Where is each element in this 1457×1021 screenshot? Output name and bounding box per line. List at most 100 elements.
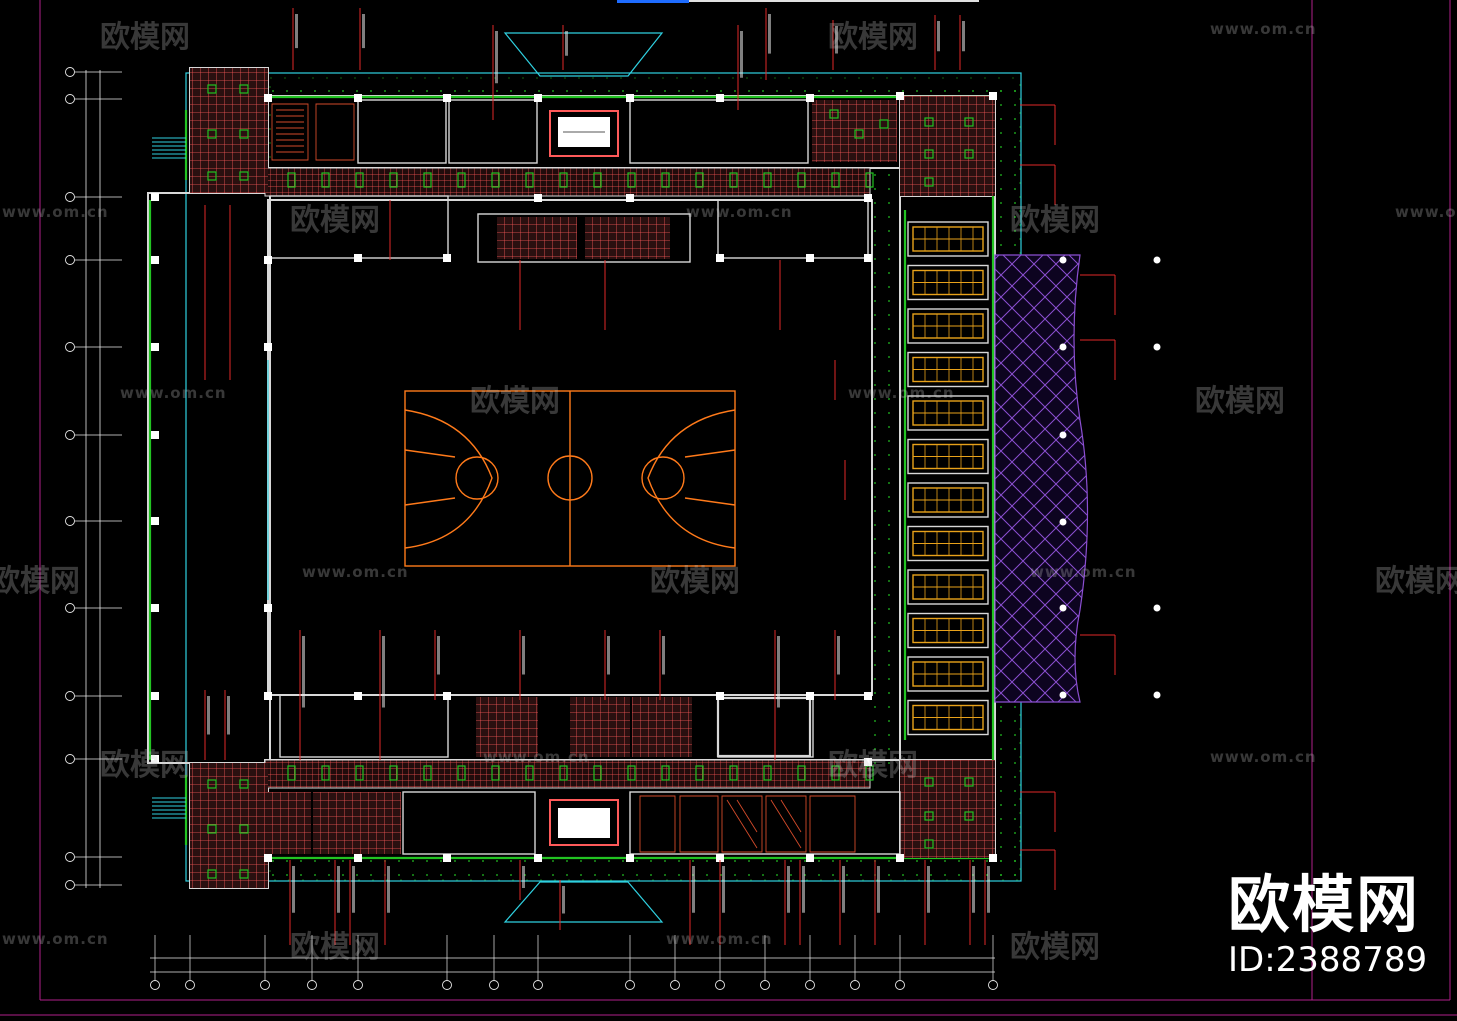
- column: [443, 854, 451, 862]
- green-marker: [207, 824, 217, 834]
- column: [151, 517, 159, 525]
- green-marker: [457, 172, 466, 188]
- annotation-text-mark: [562, 886, 565, 914]
- stair-bay-frame: [907, 482, 989, 518]
- column: [716, 692, 724, 700]
- column: [864, 758, 872, 766]
- green-marker: [695, 765, 704, 781]
- green-marker: [239, 869, 249, 879]
- green-marker: [207, 171, 217, 181]
- column: [864, 692, 872, 700]
- column: [264, 854, 272, 862]
- stair-bay-frame: [907, 395, 989, 431]
- stair-bay-frame: [907, 438, 989, 475]
- annotation-leaders: [204, 8, 1116, 945]
- stair-bay-frame: [907, 612, 989, 649]
- column: [264, 256, 272, 264]
- green-marker: [729, 765, 738, 781]
- column: [626, 94, 634, 102]
- axis-bubble: [988, 980, 998, 990]
- green-marker: [355, 765, 364, 781]
- green-marker: [593, 765, 602, 781]
- green-marker: [797, 172, 806, 188]
- annotation-text-mark: [837, 636, 840, 675]
- green-marker: [854, 129, 864, 139]
- green-marker: [831, 172, 840, 188]
- axis-bubble: [65, 342, 75, 352]
- brand-stamp: 欧模网 ID:2388789: [1228, 870, 1427, 981]
- green-marker: [964, 811, 974, 821]
- basketball-court: [404, 390, 736, 567]
- bottom-dimensions: [150, 957, 995, 973]
- column: [806, 254, 814, 262]
- green-marker: [239, 779, 249, 789]
- green-marker: [207, 779, 217, 789]
- axis-bubble: [442, 980, 452, 990]
- green-marker: [389, 172, 398, 188]
- column: [151, 431, 159, 439]
- annotation-text-mark: [835, 26, 838, 54]
- column: [716, 854, 724, 862]
- annotation-text-mark: [495, 31, 498, 84]
- tiled-corridors: [190, 68, 995, 888]
- annotation-text-mark: [565, 31, 568, 56]
- annotation-text-mark: [972, 866, 975, 913]
- green-marker: [627, 172, 636, 188]
- green-marker: [924, 117, 934, 127]
- column: [443, 94, 451, 102]
- green-marker: [559, 765, 568, 781]
- green-marker: [964, 117, 974, 127]
- column: [716, 94, 724, 102]
- annotation-text-mark: [777, 636, 780, 708]
- annotation-text-mark: [522, 866, 525, 888]
- annotation-text-mark: [302, 636, 305, 708]
- green-marker: [287, 172, 296, 188]
- green-marker: [879, 119, 889, 129]
- annotation-text-mark: [962, 21, 965, 52]
- annotation-text-mark: [927, 866, 930, 913]
- annotation-text-mark: [352, 866, 355, 913]
- annotation-text-mark: [877, 866, 880, 913]
- green-marker: [865, 172, 874, 188]
- axis-bubble: [625, 980, 635, 990]
- left-axis-dimensions: [85, 70, 101, 888]
- column: [354, 94, 362, 102]
- green-marker: [239, 171, 249, 181]
- axis-bubble: [760, 980, 770, 990]
- column: [534, 854, 542, 862]
- column: [896, 854, 904, 862]
- green-marker: [321, 172, 330, 188]
- axis-bubble: [65, 880, 75, 890]
- annotation-text-mark: [662, 636, 665, 675]
- column: [864, 194, 872, 202]
- column: [989, 92, 997, 100]
- stair-bay-frame: [907, 525, 989, 562]
- axis-bubble: [150, 980, 160, 990]
- annotation-text-mark: [768, 14, 771, 54]
- axis-bubble: [65, 754, 75, 764]
- annotation-text-mark: [802, 866, 805, 913]
- green-marker: [924, 777, 934, 787]
- green-marker: [239, 84, 249, 94]
- structural-columns: [151, 92, 997, 862]
- green-marker: [763, 765, 772, 781]
- stair-bay-frame: [907, 656, 989, 692]
- stair-bay-frame: [907, 264, 989, 301]
- column: [443, 692, 451, 700]
- stair-bay-frame: [907, 308, 989, 344]
- annotation-text-mark: [292, 866, 295, 913]
- column: [264, 692, 272, 700]
- green-marker: [559, 172, 568, 188]
- annotation-text-mark: [937, 21, 940, 52]
- green-marker: [321, 765, 330, 781]
- axis-bubble: [670, 980, 680, 990]
- green-marker: [964, 149, 974, 159]
- green-marker: [593, 172, 602, 188]
- stair-bay-frame: [907, 221, 989, 257]
- column: [626, 194, 634, 202]
- annotation-text-mark: [522, 636, 525, 675]
- green-marker: [207, 869, 217, 879]
- axis-bubble: [260, 980, 270, 990]
- axis-bubble: [65, 192, 75, 202]
- column: [264, 604, 272, 612]
